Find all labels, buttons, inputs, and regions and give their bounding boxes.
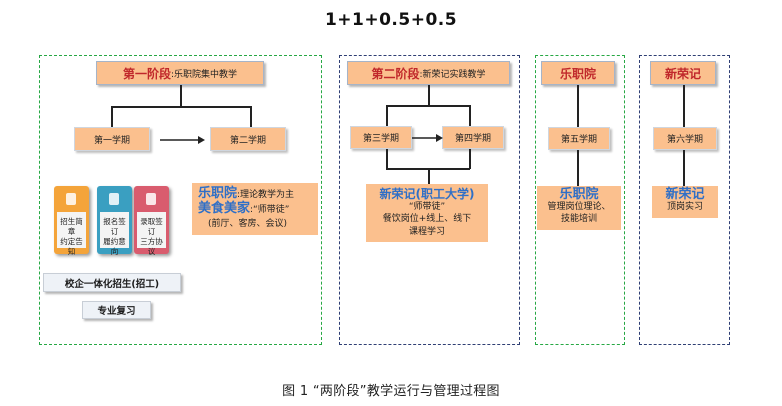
connector [469, 149, 471, 169]
connector [111, 106, 251, 108]
stage2-header-title: 第二阶段 [371, 66, 420, 81]
semester-3: 第三学期 [350, 126, 412, 149]
detail-line: 技能培训 [560, 214, 597, 224]
connector [428, 85, 430, 106]
semester-5: 第五学期 [548, 127, 610, 150]
document-3-text: 录取签订 三方协议 [137, 212, 166, 256]
semester-5-label: 第五学期 [560, 135, 597, 145]
review-tag: 专业复习 [82, 301, 151, 319]
connector [469, 105, 471, 126]
semester-2: 第二学期 [210, 127, 286, 151]
semester-6: 第六学期 [653, 127, 717, 150]
document-1-text: 招生简章 约定告知 [57, 212, 86, 256]
col4-detail-box: 新荣记 顶岗实习 [652, 186, 718, 218]
org-meishimeijia: 美食美家 [198, 201, 251, 216]
connector [683, 150, 685, 186]
semester-1: 第一学期 [74, 127, 150, 151]
connector [683, 85, 685, 127]
connector [386, 105, 388, 126]
org-xinrongji: 新荣记 [665, 187, 705, 202]
stage1-header-subtitle: :乐职院集中教学 [170, 69, 238, 80]
detail-line: (前厅、客房、会议) [208, 219, 288, 229]
col4-header: 新荣记 [650, 61, 716, 85]
col3-detail-box: 乐职院 管理岗位理论、 技能培训 [537, 186, 621, 230]
document-2-text: 报名签订 履约意向 [100, 212, 129, 256]
stage2-header-subtitle: :新荣记实践教学 [419, 69, 486, 80]
stage1-header: 第一阶段 :乐职院集中教学 [96, 61, 264, 85]
detail-line: 餐饮岗位+线上、线下 [382, 214, 472, 224]
org-xinrongji-university: 新荣记(职工大学) [379, 187, 475, 201]
detail-line: “师带徒” [408, 201, 446, 212]
semester-3-label: 第三学期 [362, 134, 399, 144]
semester-4: 第四学期 [442, 126, 504, 149]
formula-title: 1+1+0.5+0.5 [324, 10, 458, 30]
col3-frame [535, 55, 625, 345]
document-icon: 报名签订 履约意向 [97, 186, 132, 256]
connector [577, 150, 579, 186]
stage1-detail-box: 乐职院:理论教学为主 美食美家:“师带徒” (前厅、客房、会议) [192, 183, 318, 235]
document-icon: 招生简章 约定告知 [54, 186, 89, 256]
connector [577, 85, 579, 127]
arrow-right-icon [412, 134, 443, 142]
col3-header: 乐职院 [541, 61, 615, 85]
connector [180, 85, 182, 107]
connector [111, 106, 113, 127]
col4-header-title: 新荣记 [664, 66, 701, 81]
connector [386, 149, 388, 169]
document-icon: 录取签订 三方协议 [134, 186, 169, 256]
org-lezhiyuan: 乐职院 [198, 186, 238, 201]
stage2-detail-box: 新荣记(职工大学) “师带徒” 餐饮岗位+线上、线下 课程学习 [366, 184, 488, 242]
figure-caption: 图 1 “两阶段”教学运行与管理过程图 [282, 384, 500, 399]
semester-2-label: 第二学期 [229, 135, 266, 146]
detail-line: 管理岗位理论、 [547, 202, 611, 212]
connector [428, 168, 430, 184]
enrollment-tag: 校企一体化招生(招工) [43, 273, 181, 292]
connector [250, 106, 252, 127]
col4-frame [639, 55, 730, 345]
connector [386, 105, 470, 107]
col3-header-title: 乐职院 [559, 66, 596, 81]
detail-line: 课程学习 [408, 226, 445, 237]
arrow-right-icon [160, 136, 205, 144]
detail-line: :理论教学为主 [237, 190, 295, 200]
semester-4-label: 第四学期 [454, 134, 491, 144]
semester-6-label: 第六学期 [666, 135, 703, 145]
stage2-frame [339, 55, 520, 345]
org-lezhiyuan-2: 乐职院 [559, 187, 599, 202]
detail-line: 顶岗实习 [666, 202, 703, 212]
stage1-frame [39, 55, 322, 345]
detail-line: :“师带徒” [250, 205, 290, 215]
stage1-header-title: 第一阶段 [122, 66, 171, 81]
semester-1-label: 第一学期 [93, 135, 130, 146]
stage2-header: 第二阶段 :新荣记实践教学 [347, 61, 510, 85]
